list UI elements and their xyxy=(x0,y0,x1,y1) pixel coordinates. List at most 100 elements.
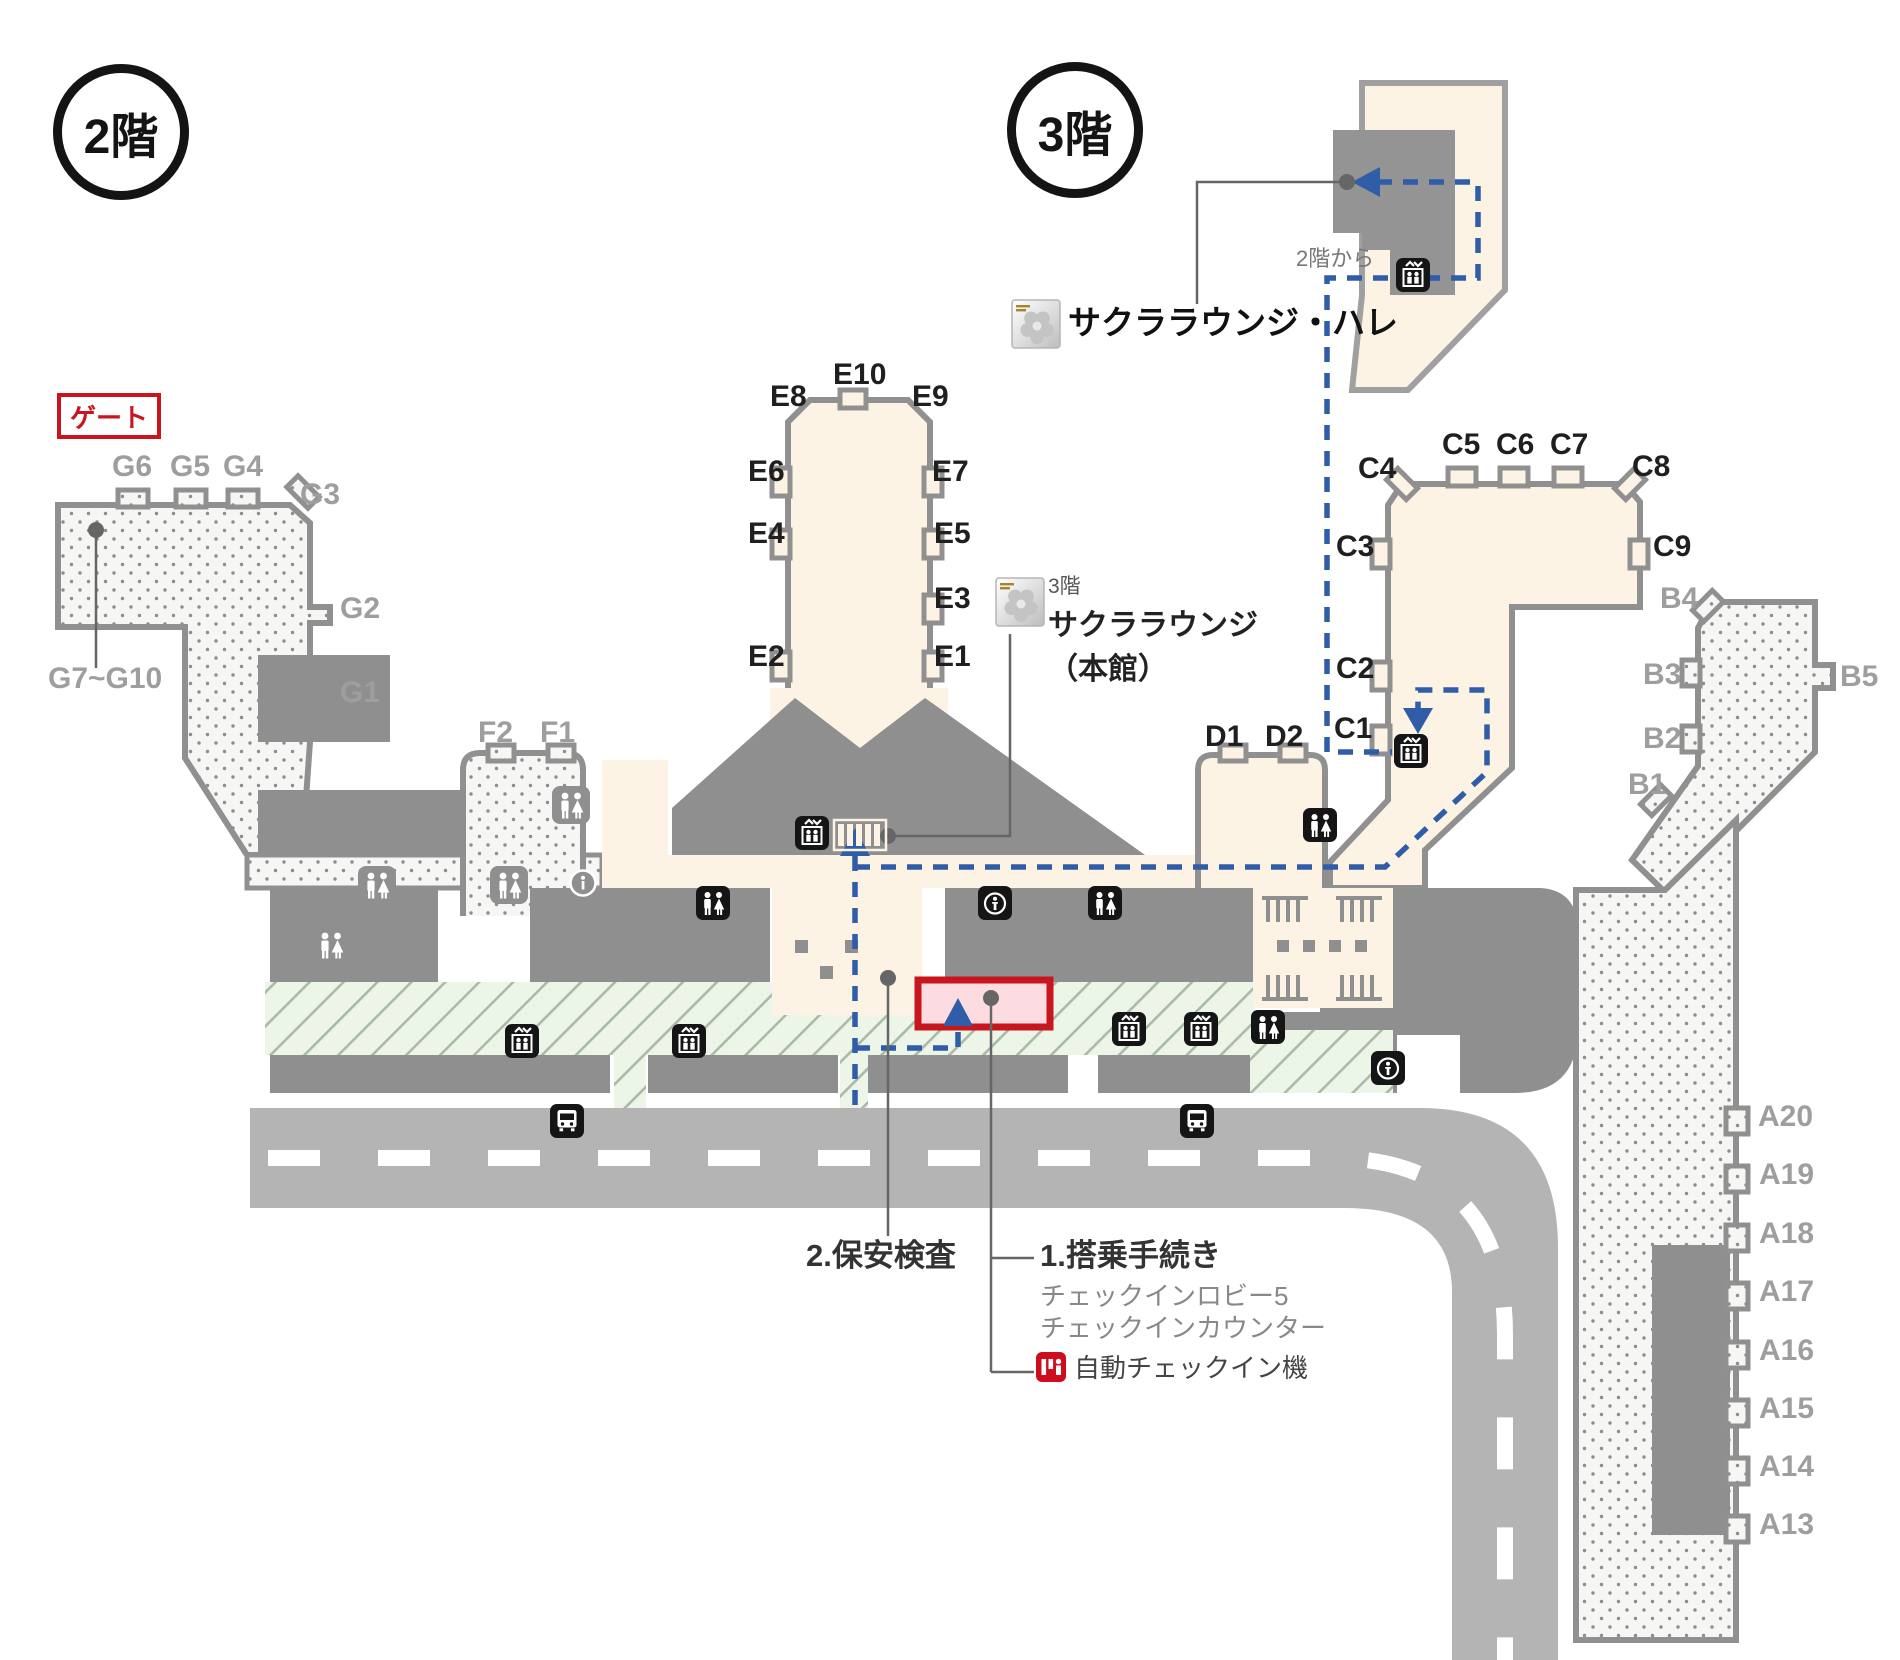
gate-label-f1: F1 xyxy=(540,716,576,749)
gate-label-b2: B2 xyxy=(1643,722,1682,755)
leader-dot xyxy=(88,174,1355,1006)
gate-label-c3: C3 xyxy=(1336,530,1375,563)
gate-legend: ゲート xyxy=(57,393,161,439)
gate-label-g5: G5 xyxy=(170,450,211,483)
elevator-icon xyxy=(1182,1010,1220,1048)
gate-label-b4: B4 xyxy=(1660,582,1699,615)
gate-label-a20: A20 xyxy=(1758,1100,1814,1133)
gate-label-a19: A19 xyxy=(1759,1158,1815,1191)
gate-legend-label: ゲート xyxy=(69,402,148,433)
info-icon xyxy=(569,869,597,897)
security-lane xyxy=(795,940,808,953)
gate-label-d2: D2 xyxy=(1265,720,1304,753)
restroom-icon xyxy=(312,926,350,964)
gate-label-e1: E1 xyxy=(934,640,971,673)
leader-line xyxy=(94,180,1340,1374)
gate-label-a16: A16 xyxy=(1759,1334,1815,1367)
info-icon xyxy=(976,884,1014,922)
gate-label-c7: C7 xyxy=(1550,428,1589,461)
checkin-lobby-label: チェックインロビー5 xyxy=(1040,1281,1289,1311)
gate-label-g6: G6 xyxy=(112,450,153,483)
restroom-icon xyxy=(1251,1010,1285,1044)
bus-stop-icon xyxy=(1180,1104,1214,1138)
gate-label-g3: G3 xyxy=(300,478,341,511)
elevator-icon xyxy=(1392,732,1430,770)
counter-kiosks xyxy=(1277,940,1367,952)
elevator-icon xyxy=(1110,1010,1148,1048)
sakura-lounge-icon xyxy=(995,577,1045,627)
floor-2-badge: 2階 xyxy=(53,64,189,200)
red-highlight-box xyxy=(914,976,1054,1031)
from-2f-label: 2階から xyxy=(1296,246,1375,271)
gate-label-g7-g10: G7~G10 xyxy=(48,662,163,695)
shop-block xyxy=(530,888,770,985)
gate-label-a17: A17 xyxy=(1759,1275,1815,1308)
gate-label-e2: E2 xyxy=(748,640,785,673)
central-walkway xyxy=(602,760,668,890)
gate-label-e4: E4 xyxy=(748,517,785,550)
floor-3-label: 3階 xyxy=(1037,109,1113,162)
counter-rows xyxy=(1262,896,1382,1001)
gate-label-e9: E9 xyxy=(912,380,949,413)
sakura-lounge-main-label: 3階 サクララウンジ （本館） xyxy=(1048,570,1258,688)
sakura-lounge-hare-label: サクララウンジ・ハレ xyxy=(1068,304,1398,341)
elevator-icon xyxy=(670,1022,708,1060)
gate-label-b1: B1 xyxy=(1628,768,1667,801)
gate-label-c4: C4 xyxy=(1358,452,1397,485)
stairs-icon xyxy=(832,818,888,852)
info-icon xyxy=(1369,1049,1407,1087)
shop-block xyxy=(648,1055,838,1093)
shop-block xyxy=(270,888,438,985)
elevator-icon xyxy=(1394,256,1432,294)
bus-stop-icon xyxy=(550,1104,584,1138)
floor-2-label: 2階 xyxy=(83,111,159,164)
gate-label-a14: A14 xyxy=(1759,1450,1815,1483)
security-lane xyxy=(820,966,833,979)
pier-c xyxy=(1327,481,1643,891)
gate-label-e5: E5 xyxy=(934,517,971,550)
auto-checkin-icon xyxy=(1036,1352,1066,1382)
gate-label-c2: C2 xyxy=(1336,652,1375,685)
gate-label-g1: G1 xyxy=(340,676,381,709)
gate-label-e7: E7 xyxy=(932,455,969,488)
restroom-icon xyxy=(1088,886,1122,920)
road xyxy=(250,1108,1558,1660)
elevator-icon xyxy=(793,814,831,852)
gate-label-a15: A15 xyxy=(1759,1392,1815,1425)
gate-label-d1: D1 xyxy=(1205,720,1244,753)
shop-block xyxy=(1098,1055,1250,1093)
boarding-procedure-label: 1.搭乗手続き xyxy=(1040,1238,1221,1273)
gate-label-a13: A13 xyxy=(1759,1508,1815,1541)
elevator-icon xyxy=(503,1022,541,1060)
restroom-icon xyxy=(490,866,528,904)
checkin-lobby-green xyxy=(265,982,1255,1055)
shop-block xyxy=(868,1055,1068,1093)
gate-label-e3: E3 xyxy=(934,582,971,615)
shop-block xyxy=(270,1055,610,1093)
gate-label-e8: E8 xyxy=(770,380,807,413)
lounge-name: サクララウンジ xyxy=(1048,609,1258,642)
gate-label-e6: E6 xyxy=(748,455,785,488)
gate-label-e10: E10 xyxy=(833,358,887,391)
restroom-icon xyxy=(358,866,396,904)
floor3-lounge-block xyxy=(1333,130,1455,295)
crosswalk-green xyxy=(614,1055,646,1108)
gate-label-a18: A18 xyxy=(1759,1217,1815,1250)
sakura-lounge-icon xyxy=(1011,299,1061,349)
shop-block xyxy=(258,790,465,855)
pier-e xyxy=(785,397,933,705)
gate-label-g2: G2 xyxy=(340,592,381,625)
lounge-floor: 3階 xyxy=(1048,575,1081,598)
security-check-label: 2.保安検査 xyxy=(806,1238,956,1273)
restroom-icon xyxy=(552,786,590,824)
gate-label-c8: C8 xyxy=(1632,450,1671,483)
gate-label-f2: F2 xyxy=(478,716,514,749)
lounge-annex: （本館） xyxy=(1048,653,1168,686)
gate-label-c5: C5 xyxy=(1442,428,1481,461)
gate-label-b5: B5 xyxy=(1840,660,1879,693)
gate-label-c9: C9 xyxy=(1653,530,1692,563)
area-a-building xyxy=(1652,1245,1730,1535)
checkin-counter-label: チェックインカウンター xyxy=(1040,1313,1327,1343)
gate-label-b3: B3 xyxy=(1643,658,1682,691)
